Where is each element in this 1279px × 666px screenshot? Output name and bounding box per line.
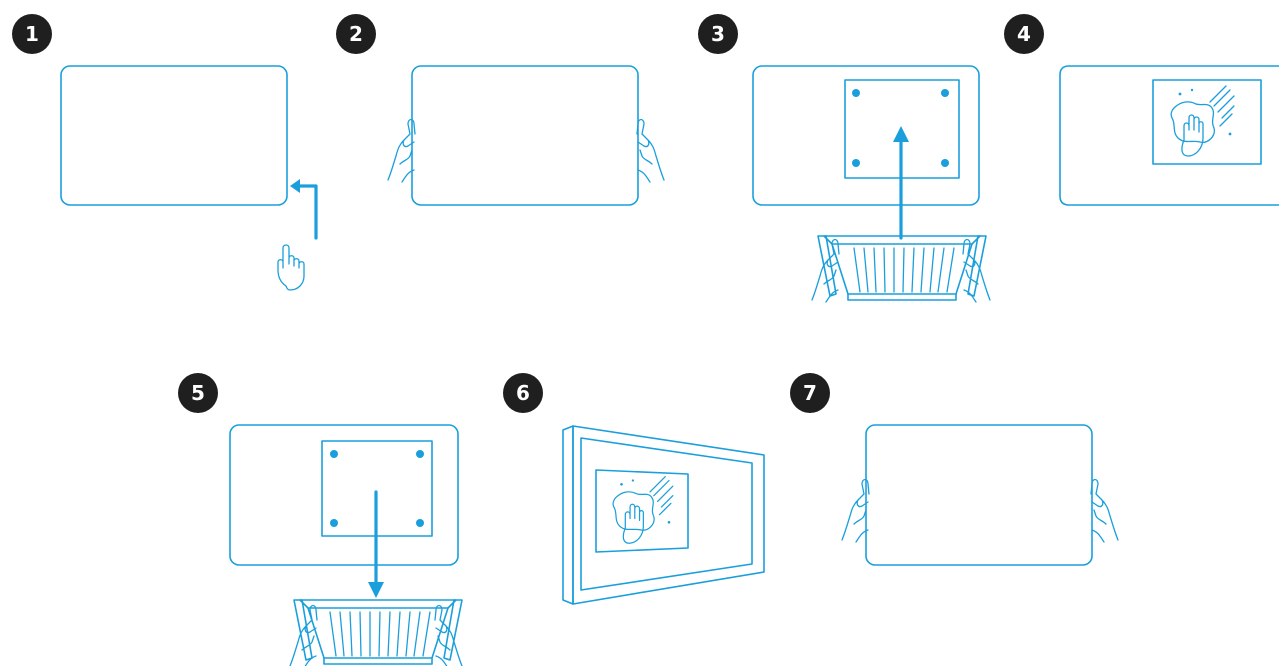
holding-hands-icon: [289, 604, 462, 666]
screen-icon: [865, 424, 1093, 566]
step-number-6: 6: [516, 381, 530, 405]
holding-hands-icon: [387, 118, 664, 183]
bracket-icon: [817, 235, 987, 301]
holding-hands-icon: [841, 478, 1118, 543]
screen-panel: [1152, 79, 1262, 165]
step-number-2: 2: [349, 22, 363, 46]
screen-icon: [411, 65, 639, 206]
step-badge-3: 3: [698, 14, 738, 54]
step-5: 5: [178, 373, 463, 666]
step-badge-7: 7: [790, 373, 830, 413]
wall-frame-icon: [562, 425, 765, 605]
step-number-5: 5: [191, 381, 205, 405]
wiping-cloth-icon: [612, 476, 674, 544]
left-arrow-icon: [290, 179, 318, 240]
wiping-cloth-icon: [1170, 85, 1235, 157]
up-arrow-icon: [893, 126, 909, 240]
step-badge-6: 6: [503, 373, 543, 413]
step-3: 3: [698, 14, 990, 303]
pointing-hand-icon: [277, 244, 305, 291]
step-6: 6: [503, 373, 765, 605]
step-badge-1: 1: [12, 14, 52, 54]
screen-icon: [60, 65, 288, 206]
step-number-7: 7: [803, 381, 817, 405]
step-number-1: 1: [25, 22, 39, 46]
step-7: 7: [790, 373, 1118, 566]
screen-icon: [229, 424, 459, 566]
screen-panel: [595, 469, 689, 553]
step-badge-5: 5: [178, 373, 218, 413]
step-4: 4: [1004, 14, 1279, 206]
step-number-3: 3: [711, 22, 725, 46]
screen-icon: [752, 65, 980, 206]
down-arrow-icon: [368, 490, 384, 598]
step-number-4: 4: [1017, 22, 1031, 46]
screen-icon: [1059, 65, 1279, 206]
step-badge-2: 2: [336, 14, 376, 54]
step-2: 2: [336, 14, 664, 206]
step-1: 1: [12, 14, 318, 291]
bracket-icon: [293, 599, 463, 665]
step-badge-4: 4: [1004, 14, 1044, 54]
